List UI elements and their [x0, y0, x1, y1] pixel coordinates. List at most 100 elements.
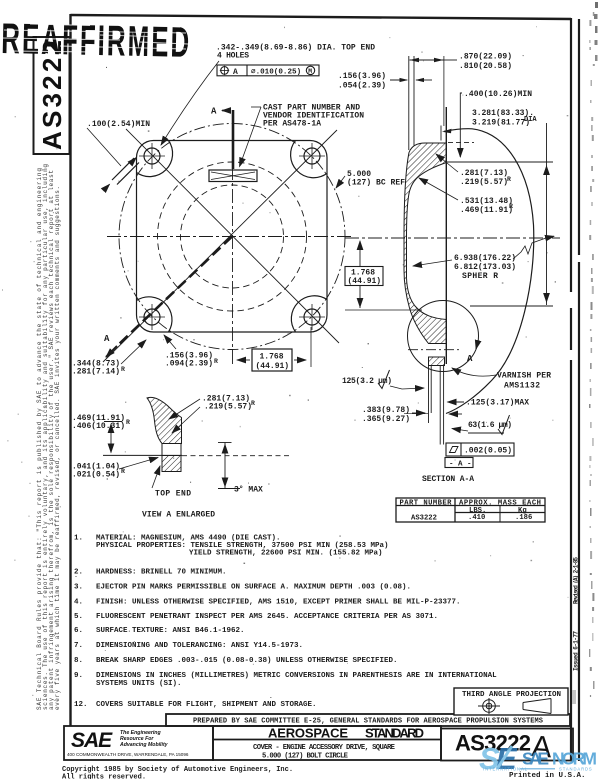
svg-text:DIA: DIA: [524, 116, 537, 124]
svg-text:every five years at which time: every five years at which time it may be…: [54, 186, 61, 710]
svg-text:TOP END: TOP END: [155, 490, 191, 499]
svg-text:THIRD ANGLE PROJECTION: THIRD ANGLE PROJECTION: [462, 691, 561, 699]
svg-text:COVER - ENGINE ACCESSORY DRIVE: COVER - ENGINE ACCESSORY DRIVE, SQUARE: [253, 744, 396, 752]
svg-text:A: A: [211, 107, 217, 117]
svg-text:SECTION A-A: SECTION A-A: [422, 475, 474, 484]
svg-text:.469(11.91): .469(11.91): [72, 414, 125, 423]
svg-text:.469(11.91): .469(11.91): [460, 206, 513, 215]
svg-text:VARNISH PER: VARNISH PER: [497, 372, 551, 381]
svg-text:.281(7.13): .281(7.13): [202, 395, 250, 404]
svg-text:6.: 6.: [74, 627, 83, 635]
svg-text:125(3.2 µm): 125(3.2 µm): [342, 377, 392, 386]
svg-text:3.281(83.33).: 3.281(83.33).: [472, 109, 534, 118]
svg-text:63(1.6 µm): 63(1.6 µm): [468, 421, 512, 430]
svg-text:.342-.349(8.69-8.86) DIA. TOP: .342-.349(8.69-8.86) DIA. TOP END: [216, 44, 375, 53]
svg-text:FINISH: UNLESS OTHERWISE SPEC: FINISH: UNLESS OTHERWISE SPECIFIED, AMS …: [96, 599, 461, 607]
svg-text:INTERNATIONAL: INTERNATIONAL: [483, 767, 528, 772]
svg-text:5.: 5.: [74, 613, 83, 621]
svg-text:S: S: [479, 741, 500, 776]
svg-text:AS3222: AS3222: [455, 731, 531, 756]
svg-text:AEROSPACE: AEROSPACE: [268, 726, 348, 741]
svg-text:All rights reserved.: All rights reserved.: [62, 774, 146, 779]
svg-text:DIMENSIONING AND TOLERANCING:: DIMENSIONING AND TOLERANCING: ANSI Y14.5…: [96, 642, 303, 650]
svg-text:Issued 6-1-77: Issued 6-1-77: [573, 631, 580, 671]
svg-text:4 HOLES: 4 HOLES: [217, 52, 249, 61]
svg-text:R: R: [214, 358, 218, 365]
svg-text:3.219(81.77): 3.219(81.77): [472, 119, 530, 128]
svg-text:.002(0.05): .002(0.05): [464, 447, 512, 456]
svg-text:4.: 4.: [74, 599, 83, 607]
svg-text:400 COMMONWEALTH DRIVE, WARREN: 400 COMMONWEALTH DRIVE, WARRENDALE, PA 1…: [67, 752, 189, 757]
svg-text:⌀.010(0.25): ⌀.010(0.25): [251, 69, 301, 77]
svg-text:3° MAX: 3° MAX: [234, 486, 263, 495]
svg-text:EJECTOR PIN MARKS PERMISSIBLE: EJECTOR PIN MARKS PERMISSIBLE ON SURFACE…: [96, 584, 411, 592]
svg-text:SAE: SAE: [71, 729, 113, 752]
svg-text:NORM: NORM: [552, 749, 597, 769]
svg-text:.094(2.39): .094(2.39): [165, 360, 213, 369]
svg-text:STANDARDS: STANDARDS: [559, 767, 593, 772]
svg-text:A: A: [104, 334, 110, 344]
svg-text:(44.91): (44.91): [348, 277, 382, 286]
svg-text:E: E: [496, 741, 518, 776]
svg-text:M: M: [308, 68, 312, 75]
svg-text:SAE: SAE: [522, 749, 549, 769]
svg-text:8.: 8.: [74, 657, 83, 665]
svg-text:- A -: - A -: [449, 461, 472, 469]
svg-text:1.768: 1.768: [351, 269, 375, 278]
svg-text:CAST PART NUMBER AND: CAST PART NUMBER AND: [263, 104, 360, 113]
svg-text:9.: 9.: [74, 672, 83, 680]
svg-text:(44.91): (44.91): [256, 362, 290, 371]
svg-text:SURFACE TEXTURE: ANSI B46.1-1: SURFACE TEXTURE: ANSI B46.1-1962.: [96, 627, 245, 635]
svg-text:5.000: 5.000: [347, 170, 371, 179]
svg-text:HARDNESS: BRINELL 70 MINIMUM.: HARDNESS: BRINELL 70 MINIMUM.: [96, 569, 227, 577]
svg-text:Resource For: Resource For: [120, 736, 154, 742]
svg-text:.344(8.73): .344(8.73): [72, 360, 120, 369]
svg-text:.125(3.17)MAX: .125(3.17)MAX: [466, 399, 529, 408]
svg-text:PHYSICAL PROPERTIES: TENSILE: PHYSICAL PROPERTIES: TENSILE STRENGTH, 3…: [96, 542, 389, 550]
svg-text:.400(10.26)MIN: .400(10.26)MIN: [464, 90, 532, 99]
svg-text:2.: 2.: [74, 569, 83, 577]
svg-text:1.: 1.: [74, 535, 83, 543]
svg-text:LBS.: LBS.: [469, 507, 486, 515]
svg-text:VIEW A ENLARGED: VIEW A ENLARGED: [142, 511, 215, 520]
svg-text:STANDARD: STANDARD: [365, 726, 424, 741]
svg-text:6.938(176.22): 6.938(176.22): [454, 254, 516, 263]
svg-text:YIELD STRENGTH, 22600 PSI MIN.: YIELD STRENGTH, 22600 PSI MIN. (155.82 M…: [189, 550, 383, 558]
svg-text:COVERS SUITABLE FOR FLIGHT, SH: COVERS SUITABLE FOR FLIGHT, SHIPMENT AND…: [96, 701, 317, 709]
svg-text:The Engineering: The Engineering: [120, 730, 161, 736]
svg-text:5.000 (127) BOLT CIRCLE: 5.000 (127) BOLT CIRCLE: [262, 753, 349, 761]
svg-text:any patent infringement arisin: any patent infringement arising therefro…: [48, 170, 55, 710]
svg-text:sciences. The use of this repo: sciences. The use of this report is enti…: [42, 164, 49, 710]
svg-text:.156(3.96): .156(3.96): [165, 352, 213, 361]
svg-text:VENDOR IDENTIFICATION: VENDOR IDENTIFICATION: [263, 112, 364, 121]
svg-text:.041(1.04): .041(1.04): [72, 463, 120, 472]
svg-text:Advancing Mobility: Advancing Mobility: [119, 742, 169, 748]
svg-text:(127) BC REF: (127) BC REF: [347, 179, 405, 188]
svg-text:.410: .410: [468, 514, 485, 522]
svg-text:AS3222: AS3222: [37, 40, 67, 150]
svg-text:R: R: [507, 176, 511, 183]
svg-text:A: A: [233, 68, 238, 77]
svg-text:1.768: 1.768: [260, 353, 284, 362]
svg-text:A: A: [467, 354, 473, 364]
svg-text:12.: 12.: [74, 701, 88, 709]
svg-text:.186: .186: [515, 514, 532, 522]
svg-text:Copyright 1985 by Society of A: Copyright 1985 by Society of Automotive …: [62, 766, 293, 774]
svg-text:.531(13.48): .531(13.48): [460, 197, 513, 206]
svg-text:.219(5.57): .219(5.57): [204, 403, 252, 412]
svg-text:.870(22.09): .870(22.09): [459, 53, 512, 62]
svg-text:.281(7.14): .281(7.14): [72, 368, 120, 377]
svg-text:.281(7.13): .281(7.13): [460, 169, 508, 178]
svg-text:.810(20.58): .810(20.58): [459, 62, 512, 71]
svg-text:R: R: [121, 468, 125, 475]
svg-text:R: R: [121, 366, 125, 373]
svg-text:R: R: [126, 419, 130, 426]
svg-text:FLUORESCENT PENETRANT INSPECT: FLUORESCENT PENETRANT INSPECT PER AMS 26…: [96, 613, 438, 621]
svg-text:AMS1132: AMS1132: [504, 382, 540, 391]
svg-text:R: R: [251, 400, 255, 407]
svg-text:SPHER R: SPHER R: [462, 272, 498, 281]
svg-text:BREAK SHARP EDGES .003-.015 (0: BREAK SHARP EDGES .003-.015 (0.08-0.38) …: [96, 657, 398, 665]
svg-text:.219(5.57): .219(5.57): [460, 178, 508, 187]
svg-text:AS3222: AS3222: [411, 515, 437, 523]
svg-text:PREPARED BY SAE COMMITTEE E-25: PREPARED BY SAE COMMITTEE E-25, GENERAL …: [193, 718, 543, 726]
